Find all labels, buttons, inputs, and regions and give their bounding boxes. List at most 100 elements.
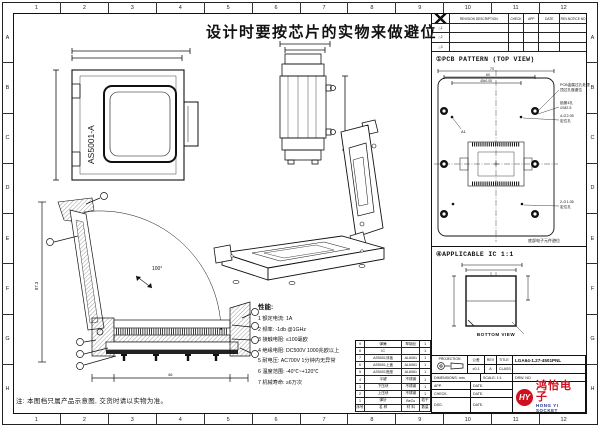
bom-name: 平键 <box>364 376 403 384</box>
dsg-label: DSG. <box>431 397 471 413</box>
section-width-dim: 46 <box>168 372 173 377</box>
bom-name: 弹针 <box>364 397 403 405</box>
bom-qty: 若干 <box>420 397 431 405</box>
grid-label: G <box>2 315 13 365</box>
grid-label: 11 <box>492 2 541 13</box>
bom-no: 7 <box>356 355 365 363</box>
revision-check-header: CHECK <box>508 14 525 24</box>
performance-item: 1 额定电流: 1A <box>258 316 293 322</box>
applicable-ic-heading: ④APPLICABLE IC 1:1 <box>436 251 514 258</box>
bom-material: 不锈钢 <box>402 376 421 384</box>
grid-label: D <box>2 164 13 214</box>
bom-row: 3 下压块 不锈钢 1 <box>356 383 431 391</box>
revision-notice-header: REV.NOTICE NO <box>560 14 586 24</box>
socket-top-view-drawing: AS5001-A <box>53 48 199 181</box>
grid-label: 4 <box>157 2 205 13</box>
socket-side-view-drawing <box>279 41 348 165</box>
grid-label: E <box>2 214 13 265</box>
grid-label: B <box>2 63 13 114</box>
bom-name: AS5001浮板 <box>364 355 403 363</box>
revision-date-header: DATE <box>539 14 561 24</box>
pcb-dim-70: 70 <box>490 67 494 71</box>
grid-label: A <box>587 13 598 64</box>
pcb-ic-divider <box>431 246 587 247</box>
bom-row: 4 平键 不锈钢 1 <box>356 376 431 384</box>
bom-row: 2 上压块 不锈钢 1 <box>356 390 431 398</box>
pcb-ann-locate4-2: 定位孔 <box>560 118 571 123</box>
section-height-dim: 87.3 <box>34 281 39 290</box>
pcb-ann-locate4-1: 4-∅2.05 <box>560 114 574 118</box>
inner-border <box>13 13 587 414</box>
bom-no: 9 <box>356 341 365 349</box>
bom-no: 4 <box>356 376 365 384</box>
grid-label: 5 <box>205 2 253 13</box>
pcb-dim-45: 45±0.05 <box>480 79 492 83</box>
performance-title: 性能: <box>258 304 274 311</box>
grid-label: H <box>590 386 595 393</box>
performance-item: 5 耐电压: AC700V 1分钟内无异常 <box>258 358 336 365</box>
right-column-divider <box>431 13 432 413</box>
bom-name: AS5001上盖 <box>364 362 403 370</box>
bom-material: AL6061 <box>402 362 421 370</box>
grid-label: 9 <box>396 414 445 425</box>
sheet-warning-heading: 设计时要按芯片的实物来做避位 <box>206 25 438 41</box>
company-logo: HY 鸿怡电子 HONG YI SOCKET <box>512 379 586 413</box>
bom-material: 琴钢丝 <box>402 341 421 349</box>
bom-qty: 1 <box>420 362 431 370</box>
grid-label: 5 <box>205 414 253 425</box>
bom-material: 不锈钢 <box>402 390 421 398</box>
revision-xbox-icon <box>432 14 450 24</box>
grid-label: 7 <box>301 2 349 13</box>
pcb-mounting-holes <box>440 107 539 218</box>
bom-name: 弹簧 <box>364 341 403 349</box>
bom-row: 9 弹簧 琴钢丝 1 <box>356 341 431 349</box>
pcb-pattern-heading: ①PCB PATTERN (TOP VIEW) <box>436 56 535 63</box>
grid-label: 3 <box>109 414 157 425</box>
revision-mark-icon: △3 <box>432 42 450 52</box>
grid-label: 4 <box>157 414 205 425</box>
grid-label: F <box>587 264 598 315</box>
pcb-bottom-annotation: 底部电子元件避位 <box>528 238 560 243</box>
grid-label: 1 <box>13 414 61 425</box>
bom-table: 9 弹簧 琴钢丝 1 8 IC 1 7 AS5001浮板 AL6061 1 6 … <box>355 340 431 412</box>
pcb-ann-via-2: 顶过孔做避位 <box>560 87 582 92</box>
grid-label: 11 <box>492 414 541 425</box>
bom-no: 3 <box>356 383 365 391</box>
pcb-ann-via-1: PCB金属过孔处理 <box>560 82 590 87</box>
bom-no: 6 <box>356 362 365 370</box>
bom-no: 1 <box>356 397 365 405</box>
bom-name: IC <box>364 348 403 356</box>
revision-row: △3 <box>432 42 586 52</box>
grid-label: 12 <box>560 4 567 11</box>
grid-label: D <box>587 164 598 214</box>
grid-label: 7 <box>301 414 349 425</box>
pcb-ann-lock-1: 锁紧4孔 <box>560 100 573 105</box>
bom-qty: 1 <box>420 390 431 398</box>
performance-item: 7 机械寿命: ≥6万次 <box>258 379 303 386</box>
bom-name: AS5001底座 <box>364 369 403 377</box>
pcb-ann-lock-2: ∅M2.5 <box>560 106 571 110</box>
performance-item: 4 绝缘电阻: DC500V 1000兆欧以上 <box>258 347 340 354</box>
bom-material: AL6061 <box>402 355 421 363</box>
projection-label: PROJECTION <box>438 357 461 361</box>
revision-header: REVISION DESCRIPTION CHECK APP DATE REV.… <box>432 14 586 24</box>
bom-qty: 1 <box>420 376 431 384</box>
bom-no: 8 <box>356 348 365 356</box>
pcb-ann-locate2-1: 2-∅1.05 <box>560 200 574 204</box>
third-angle-projection-icon <box>436 362 463 370</box>
logo-monogram-icon: HY <box>516 388 533 406</box>
revision-mark-icon: △2 <box>432 33 450 43</box>
revision-desc-header: REVISION DESCRIPTION <box>449 14 509 24</box>
bom-material: BeCu <box>402 397 421 405</box>
bom-no: 5 <box>356 369 365 377</box>
logo-chinese-name: 鸿怡电子 <box>536 379 572 403</box>
bom-qty: 1 <box>420 341 431 349</box>
grid-label: F <box>2 264 13 315</box>
grid-label: 6 <box>253 2 301 13</box>
grid-label: 12 <box>560 416 567 423</box>
